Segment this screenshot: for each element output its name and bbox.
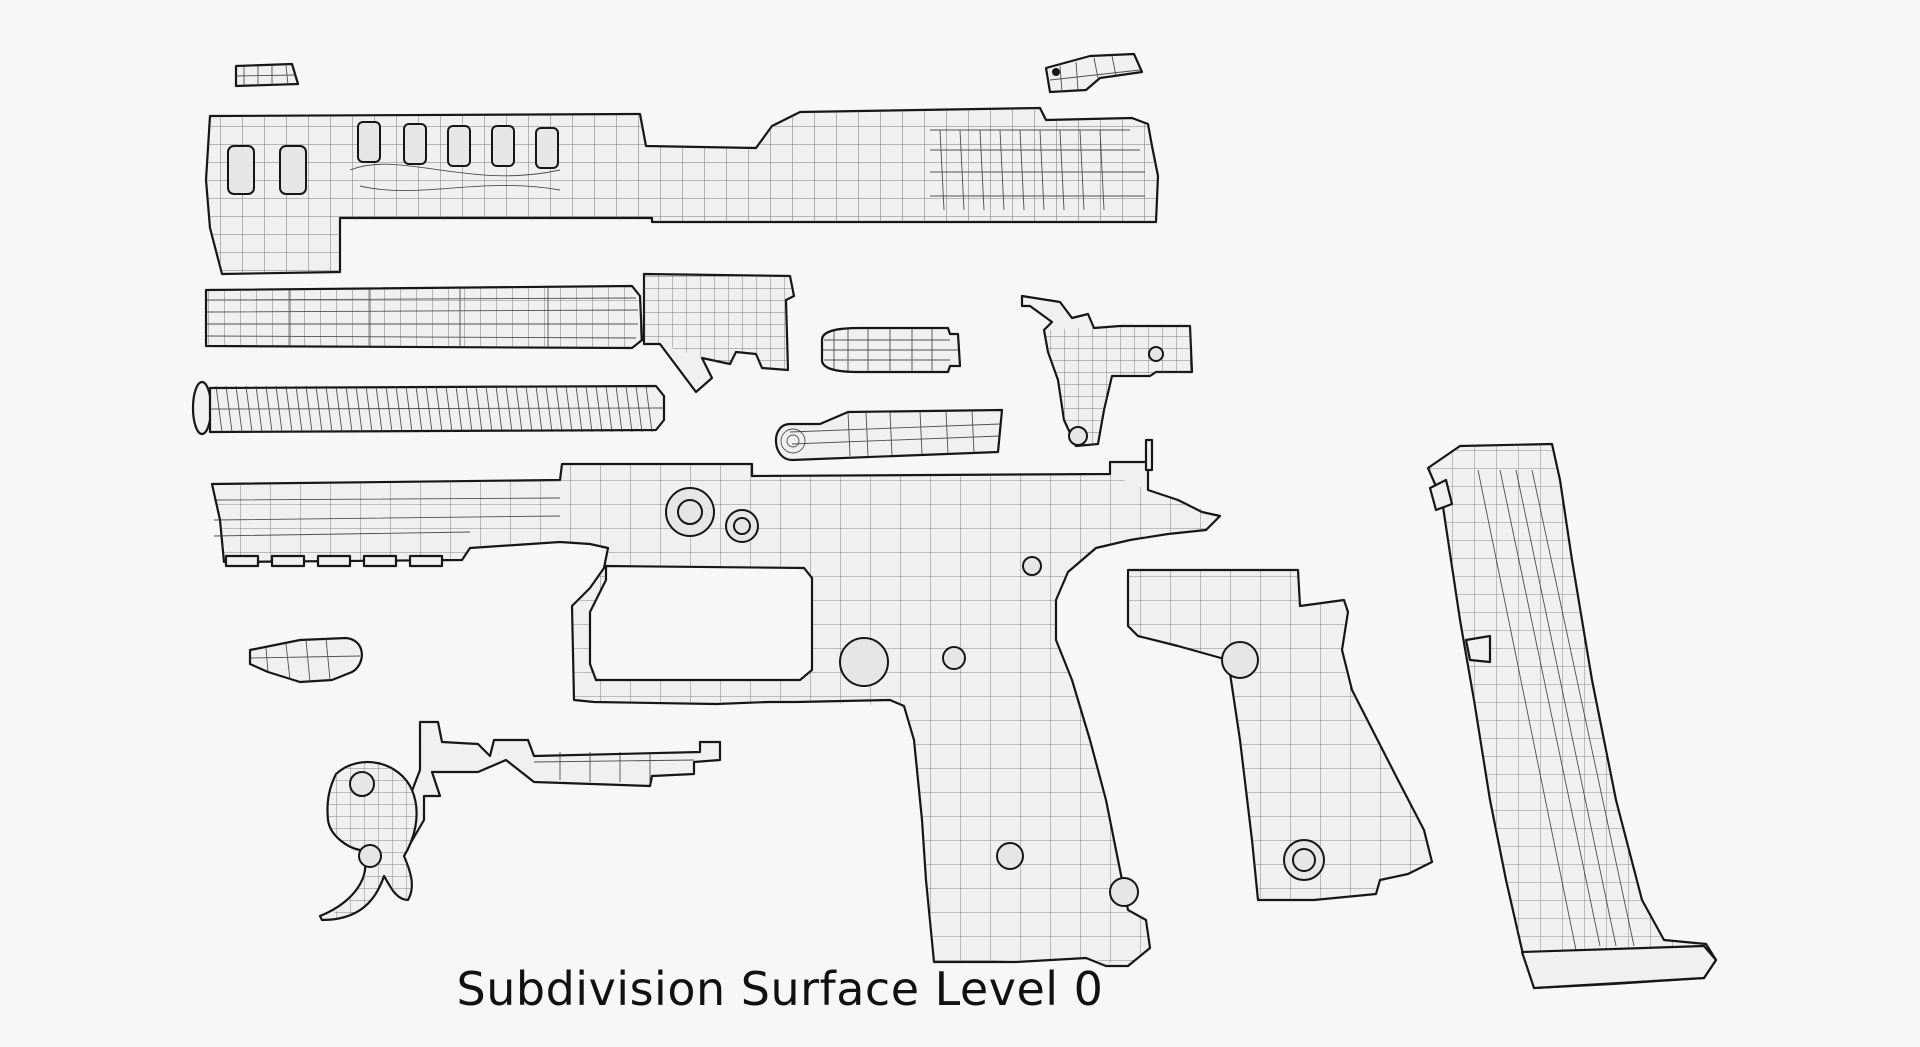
render-caption: Subdivision Surface Level 0 [456, 962, 1104, 1016]
cartridge-icon [820, 326, 962, 374]
frame-icon [210, 438, 1222, 968]
extractor-icon [774, 408, 1004, 462]
barrel-icon [204, 272, 796, 394]
trigger-assembly-icon [318, 720, 722, 922]
grip-panel-icon [1126, 568, 1434, 902]
slide-icon [204, 106, 1160, 276]
slide-stop-lever-icon [248, 636, 363, 684]
rear-sight-icon [1044, 52, 1144, 94]
magazine-icon [1426, 442, 1718, 990]
hammer-assembly-icon [1020, 294, 1194, 448]
front-sight-icon [234, 62, 300, 88]
recoil-spring-icon [191, 380, 666, 436]
